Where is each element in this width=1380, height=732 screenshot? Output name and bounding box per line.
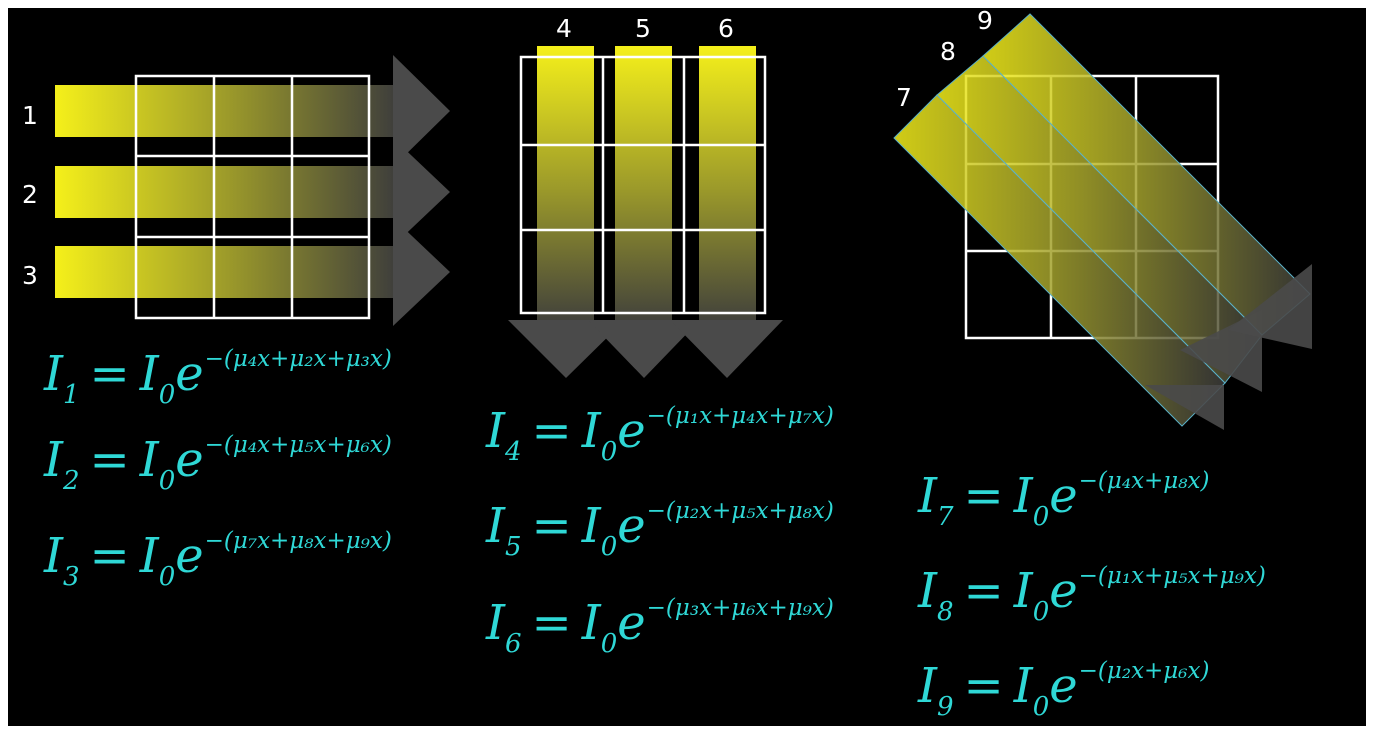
equation-i2: I2=I0e−(μ₄x+μ₅x+μ₆x): [44, 434, 392, 494]
equation-i3: I3=I0e−(μ₇x+μ₈x+μ₉x): [44, 530, 392, 590]
beam-2: [55, 138, 450, 246]
equation-i5: I5=I0e−(μ₂x+μ₅x+μ₈x): [486, 500, 834, 560]
equation-i9: I9=I0e−(μ₂x+μ₆x): [918, 660, 1209, 720]
beam-label-5: 5: [635, 16, 651, 41]
equation-i4: I4=I0e−(μ₁x+μ₄x+μ₇x): [486, 405, 834, 465]
beam-3: [55, 218, 450, 326]
equation-i6: I6=I0e−(μ₃x+μ₆x+μ₉x): [486, 597, 834, 657]
beam-label-2: 2: [22, 182, 38, 207]
beam-label-6: 6: [718, 16, 734, 41]
diagonal-projection: [894, 14, 1312, 430]
beam-label-9: 9: [977, 8, 993, 33]
equation-i7: I7=I0e−(μ₄x+μ₈x): [918, 470, 1209, 530]
vertical-projection: [508, 46, 783, 378]
beam-label-3: 3: [22, 263, 38, 288]
beam-label-7: 7: [896, 85, 912, 110]
equation-i8: I8=I0e−(μ₁x+μ₅x+μ₉x): [918, 565, 1266, 625]
horizontal-projection: [55, 55, 450, 326]
beam-1: [55, 55, 450, 167]
beam-label-4: 4: [556, 16, 572, 41]
beam-label-8: 8: [940, 39, 956, 64]
equation-i1: I1=I0e−(μ₄x+μ₂x+μ₃x): [44, 348, 392, 408]
beam-label-1: 1: [22, 103, 38, 128]
